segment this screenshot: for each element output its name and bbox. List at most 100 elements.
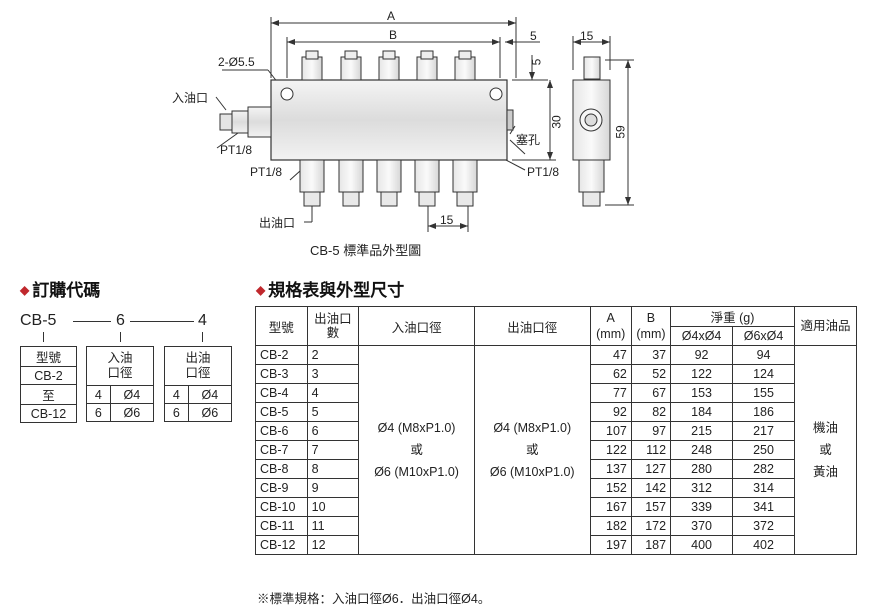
header-a: A (mm) xyxy=(589,306,632,346)
spec-line: Ø4 (M8xP1.0) xyxy=(493,421,572,435)
cell-model: CB-11 xyxy=(255,516,308,536)
cell-a: 197 xyxy=(589,535,632,555)
pt-bottom-left-label: PT1/8 xyxy=(250,165,283,179)
cell-b: 127 xyxy=(630,459,672,479)
spec-section-title: ◆規格表與外型尺寸 xyxy=(256,276,404,301)
cell-weight-4x4: 280 xyxy=(670,459,734,479)
header-outlets: 出油口數 xyxy=(306,306,360,346)
cell-weight-6x4: 314 xyxy=(732,478,795,498)
order-inlet-size: Ø4 xyxy=(109,385,155,404)
dim-15-bottom-label: 15 xyxy=(440,213,454,227)
cell-outlets: 12 xyxy=(306,535,360,555)
order-outlet-code: 4 xyxy=(164,385,189,404)
code-tick xyxy=(43,332,44,342)
cell-outlets: 11 xyxy=(306,516,360,536)
cell-weight-6x4: 94 xyxy=(732,345,795,365)
cell-weight-4x4: 153 xyxy=(670,383,734,403)
cell-model: CB-8 xyxy=(255,459,308,479)
code-tick xyxy=(120,332,121,342)
footnote: ※標準規格：入油口徑Ø6．出油口徑Ø4。 xyxy=(257,592,491,606)
cell-weight-4x4: 248 xyxy=(670,440,734,460)
code-tick xyxy=(202,332,203,342)
header-b-unit: (mm) xyxy=(636,327,666,341)
dim-15-top-label: 15 xyxy=(580,29,594,43)
dim-30-label: 30 xyxy=(549,115,564,129)
cell-outlets: 8 xyxy=(306,459,360,479)
cell-model: CB-3 xyxy=(255,364,308,384)
code-inlet: 6 xyxy=(116,312,125,329)
order-title-text: 訂購代碼 xyxy=(32,281,101,300)
order-model-header: 型號 xyxy=(20,346,77,367)
header-weight: 淨重 (g) xyxy=(670,306,795,327)
cell-weight-6x4: 282 xyxy=(732,459,795,479)
dim-a-label: A xyxy=(387,9,396,23)
cell-weight-4x4: 92 xyxy=(670,345,734,365)
cell-model: CB-5 xyxy=(255,402,308,422)
cell-b: 142 xyxy=(630,478,672,498)
cell-b: 82 xyxy=(630,402,672,422)
cell-weight-6x4: 217 xyxy=(732,421,795,441)
dim-59-label: 59 xyxy=(613,125,628,139)
cell-b: 157 xyxy=(630,497,672,517)
order-outlet-header: 出油 口徑 xyxy=(164,346,232,386)
cell-a: 47 xyxy=(589,345,632,365)
cell-weight-4x4: 370 xyxy=(670,516,734,536)
cell-model: CB-2 xyxy=(255,345,308,365)
cell-b: 172 xyxy=(630,516,672,536)
cell-weight-6x4: 124 xyxy=(732,364,795,384)
cell-a: 137 xyxy=(589,459,632,479)
cell-weight-4x4: 122 xyxy=(670,364,734,384)
cell-a: 107 xyxy=(589,421,632,441)
spec-line: 或 xyxy=(410,443,423,457)
inlet-label: 入油口 xyxy=(172,91,209,105)
cell-a: 122 xyxy=(589,440,632,460)
diamond-icon: ◆ xyxy=(256,283,266,297)
order-inlet-size: Ø6 xyxy=(109,403,155,422)
cell-model: CB-4 xyxy=(255,383,308,403)
spec-table: 型號 出油口數 入油口徑 出油口徑 A(mm) B(mm) 淨重 (g) 適用油… xyxy=(255,306,857,555)
cell-outlets: 4 xyxy=(306,383,360,403)
cell-outlets: 2 xyxy=(306,345,360,365)
cell-a: 167 xyxy=(589,497,632,517)
cell-a: 152 xyxy=(589,478,632,498)
order-outlet-code: 6 xyxy=(164,403,189,422)
code-model: CB-5 xyxy=(20,312,57,329)
header-inlet: 入油口徑 xyxy=(358,306,475,346)
cell-a: 77 xyxy=(589,383,632,403)
outlet-label: 出油口 xyxy=(259,216,296,230)
order-model-cell: 至 xyxy=(20,384,77,405)
header-a-text: A xyxy=(606,311,615,325)
header-model: 型號 xyxy=(255,306,308,346)
code-outlet: 4 xyxy=(198,312,207,329)
cell-oil: 機油或黃油 xyxy=(794,345,857,555)
header-b: B(mm) xyxy=(630,306,672,346)
cell-outlets: 7 xyxy=(306,440,360,460)
cell-a: 92 xyxy=(589,402,632,422)
spec-title-text: 規格表與外型尺寸 xyxy=(268,281,405,300)
order-outlet-size: Ø4 xyxy=(187,385,233,404)
cell-outlets: 5 xyxy=(306,402,360,422)
cell-model: CB-7 xyxy=(255,440,308,460)
cell-weight-4x4: 312 xyxy=(670,478,734,498)
cell-model: CB-10 xyxy=(255,497,308,517)
dim-5-label: 5 xyxy=(530,29,537,43)
cell-weight-6x4: 250 xyxy=(732,440,795,460)
cell-b: 112 xyxy=(630,440,672,460)
pt-left-label: PT1/8 xyxy=(220,143,253,157)
cell-weight-6x4: 402 xyxy=(732,535,795,555)
header-outlet: 出油口徑 xyxy=(473,306,591,346)
cell-model: CB-9 xyxy=(255,478,308,498)
cell-outlets: 10 xyxy=(306,497,360,517)
header-a-unit: (mm) xyxy=(596,327,626,341)
cell-weight-6x4: 186 xyxy=(732,402,795,422)
cell-weight-4x4: 215 xyxy=(670,421,734,441)
